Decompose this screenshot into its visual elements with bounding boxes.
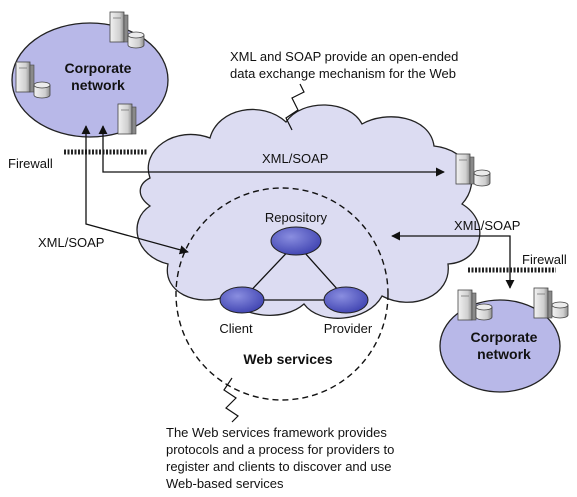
- database-icon: [473, 169, 491, 187]
- corporate-network-bottom-line2: network: [477, 346, 531, 362]
- repository-node: [270, 226, 322, 256]
- callout-bottom-line4: Web-based services: [166, 476, 284, 491]
- repository-label: Repository: [265, 210, 328, 225]
- provider-label: Provider: [324, 321, 373, 336]
- web-services-triangle: [240, 242, 349, 301]
- callout-bottom-text: The Web services framework provides prot…: [166, 424, 394, 492]
- server-icon: [455, 153, 475, 185]
- callout-top-line1: XML and SOAP provide an open-ended: [230, 49, 459, 64]
- server-icon: [117, 103, 137, 135]
- corporate-network-bottom: [439, 299, 561, 393]
- arrow-to-web-services: [81, 125, 189, 255]
- callout-top-leader: [285, 83, 305, 131]
- server-icon: [15, 61, 35, 93]
- corporate-network-bottom-line1: Corporate: [471, 329, 538, 345]
- database-icon: [551, 301, 569, 319]
- callout-bottom-line3: register and clients to discover and use: [166, 459, 392, 474]
- corporate-network-top-line1: Corporate: [65, 60, 132, 76]
- web-services-boundary: [175, 187, 389, 401]
- client-label: Client: [219, 321, 253, 336]
- database-icon: [475, 303, 493, 321]
- xml-soap-top-label: XML/SOAP: [262, 151, 328, 166]
- server-icon: [109, 11, 129, 43]
- database-icon: [33, 81, 51, 99]
- firewall-left-label: Firewall: [8, 156, 53, 171]
- server-icon: [533, 287, 553, 319]
- callout-bottom-leader: [223, 377, 239, 423]
- corporate-network-top-line2: network: [71, 77, 125, 93]
- firewall-right-label: Firewall: [522, 252, 567, 267]
- client-node: [219, 286, 265, 314]
- callout-top-text: XML and SOAP provide an open-ended data …: [230, 48, 458, 82]
- web-services-title: Web services: [243, 351, 332, 367]
- server-icon: [457, 289, 477, 321]
- callout-top-line2: data exchange mechanism for the Web: [230, 66, 456, 81]
- xml-soap-left-label: XML/SOAP: [38, 235, 104, 250]
- database-icon: [127, 31, 145, 49]
- callout-bottom-line1: The Web services framework provides: [166, 425, 387, 440]
- callout-bottom-line2: protocols and a process for providers to: [166, 442, 395, 457]
- provider-node: [323, 286, 369, 314]
- xml-soap-right-label: XML/SOAP: [454, 218, 520, 233]
